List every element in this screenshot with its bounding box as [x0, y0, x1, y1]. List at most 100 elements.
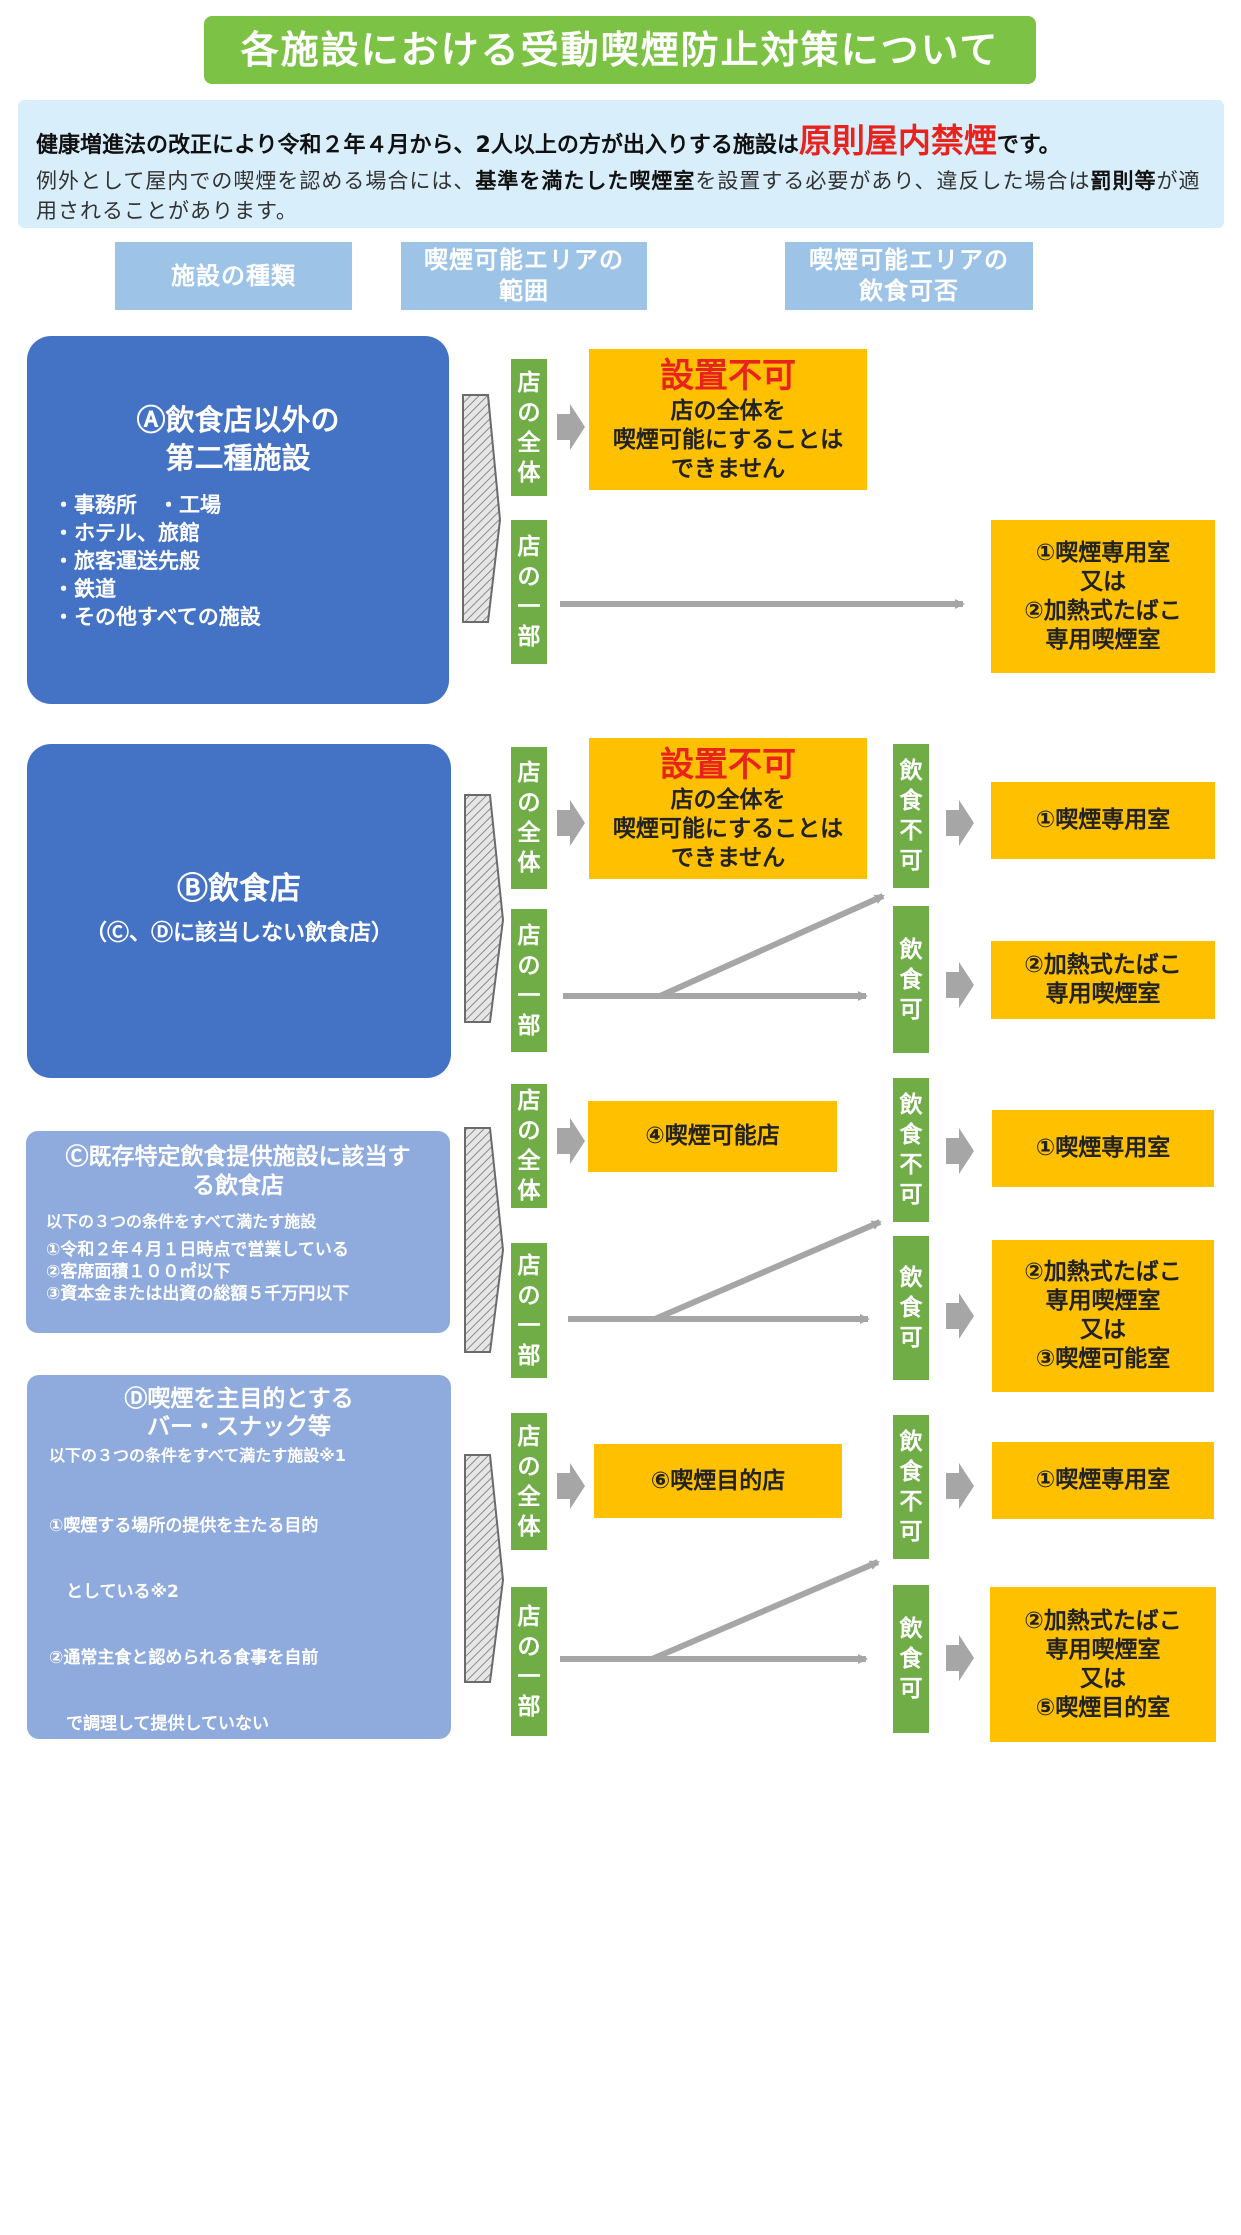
arrow-c-food	[946, 1293, 974, 1339]
result-line: ②加熱式たばこ	[1024, 597, 1182, 624]
not-allowed-line: できません	[670, 845, 786, 871]
label-char: 部	[517, 1693, 541, 1720]
list-item: ・その他すべての施設	[53, 605, 261, 629]
page-title: 各施設における受動喫煙防止対策について	[204, 16, 1036, 84]
header-area-range-l2: 範囲	[499, 277, 549, 305]
condition: で調理して提供していない	[49, 1714, 269, 1734]
label-char: の	[517, 952, 541, 979]
intro-line-2: 例外として屋内での喫煙を認める場合には、基準を満たした喫煙室を設置する必要があり…	[36, 166, 1206, 226]
label-char: の	[517, 790, 541, 816]
header-area-food-l1: 喫煙可能エリアの	[809, 246, 1009, 274]
intro-bold-d: 罰則等	[1090, 169, 1157, 193]
facility-a-list: ・事務所 ・工場 ・ホテル、旅館 ・旅客運送先般 ・鉄道 ・その他すべての施設	[53, 491, 449, 631]
label-char: の	[517, 399, 541, 426]
label-char: 食	[899, 1295, 923, 1321]
result-line: 専用喫煙室	[1045, 1288, 1161, 1314]
intro-text-a: 例外として屋内での喫煙を認める場合には、	[36, 169, 476, 193]
chevron-d	[464, 1454, 505, 1683]
result-box-d-food: ②加熱式たばこ 専用喫煙室 又は ⑤喫煙目的室	[990, 1587, 1216, 1742]
arrow-d-part-nofood	[650, 1559, 880, 1662]
label-char: の	[517, 564, 541, 590]
result-line: ②加熱式たばこ	[1024, 1607, 1182, 1634]
label-char: 一	[517, 1312, 541, 1339]
label-char: 可	[899, 848, 923, 874]
list-item: ・鉄道	[53, 577, 116, 601]
intro-text-end: です。	[996, 133, 1061, 158]
label-char: 可	[899, 1519, 923, 1545]
label-char: 体	[517, 850, 541, 876]
facility-c-title-1: Ⓒ既存特定飲食提供施設に該当す	[65, 1144, 411, 1170]
header-area-food: 喫煙可能エリアの 飲食可否	[785, 242, 1033, 310]
label-whole-c: 店の全体	[511, 1084, 547, 1208]
label-char: 店	[517, 534, 541, 560]
header-facility-type-label: 施設の種類	[171, 261, 296, 290]
facility-d-title-1: Ⓓ喫煙を主目的とする	[124, 1386, 354, 1412]
arrow-c-whole	[557, 1118, 585, 1164]
arrow-b-food	[946, 962, 974, 1008]
label-char: 全	[517, 1483, 541, 1510]
result-box-c-nofood: ①喫煙専用室	[992, 1110, 1214, 1187]
facility-d-title: Ⓓ喫煙を主目的とする バー・スナック等	[27, 1385, 451, 1441]
intro-text-c: を設置する必要があり、違反した場合は	[695, 169, 1091, 193]
result-line: ③喫煙可能室	[1035, 1346, 1171, 1372]
facility-c-title-2: る飲食店	[192, 1173, 284, 1199]
result-box-a: ①喫煙専用室 又は ②加熱式たばこ 専用喫煙室	[991, 520, 1215, 673]
condition: 販売（出張販売を含む）の許可を	[49, 1846, 321, 1866]
label-char: 全	[517, 1148, 541, 1174]
label-char: 不	[899, 818, 923, 844]
facility-a-title-2: 第二種施設	[165, 441, 311, 475]
facility-a-title: Ⓐ飲食店以外の 第二種施設	[27, 401, 449, 477]
not-allowed-line: 店の全体を	[670, 398, 786, 424]
result-line: ⑥喫煙目的店	[650, 1467, 786, 1494]
facility-a-title-1: Ⓐ飲食店以外の	[136, 403, 340, 437]
label-char: の	[517, 1633, 541, 1660]
not-allowed-line: 喫煙可能にすることは	[612, 816, 844, 842]
label-no-food-c: 飲食不可	[893, 1078, 929, 1222]
label-char: 食	[899, 788, 923, 814]
label-food-ok-d: 飲食可	[893, 1585, 929, 1733]
facility-b-box: Ⓑ飲食店 （Ⓒ、Ⓓに該当しない飲食店）	[27, 744, 451, 1078]
label-part-b: 店の一部	[511, 909, 547, 1052]
result-line: 専用喫煙室	[1045, 626, 1161, 653]
label-char: 可	[899, 1182, 923, 1208]
not-allowed-line: 喫煙可能にすることは	[612, 427, 844, 453]
result-box-b-food: ②加熱式たばこ 専用喫煙室	[991, 941, 1215, 1019]
label-char: 部	[517, 624, 541, 650]
facility-b-title: Ⓑ飲食店	[177, 871, 301, 907]
label-char: 食	[899, 1122, 923, 1148]
label-char: 食	[899, 966, 923, 993]
label-char: 店	[517, 369, 541, 396]
label-char: 体	[517, 1178, 541, 1204]
result-line: ②加熱式たばこ	[1024, 952, 1182, 978]
label-char: 全	[517, 429, 541, 456]
label-char: 可	[899, 1676, 923, 1702]
label-char: の	[517, 1282, 541, 1309]
result-line: 専用喫煙室	[1045, 981, 1161, 1007]
label-part-d: 店の一部	[511, 1587, 547, 1736]
condition: ③資本金または出資の総額５千万円以下	[46, 1284, 350, 1304]
label-char: 一	[517, 982, 541, 1009]
label-char: 飲	[899, 1429, 923, 1455]
label-char: 飲	[899, 936, 923, 963]
facility-d-title-2: バー・スナック等	[147, 1414, 331, 1440]
arrow-a-whole	[557, 404, 585, 450]
result-line: ①喫煙専用室	[1035, 807, 1171, 833]
facility-c-conditions: ①令和２年４月１日時点で営業している ②客席面積１００㎡以下 ③資本金または出資…	[46, 1239, 450, 1305]
label-char: 食	[899, 1646, 923, 1672]
label-no-food-d: 飲食不可	[893, 1415, 929, 1559]
result-line: 又は	[1080, 1665, 1126, 1692]
note: ※1 Ⓒの要件も満たす場合、Ⓒを選択することも	[49, 2020, 358, 2036]
condition: ①喫煙する場所の提供を主たる目的	[49, 1516, 319, 1536]
arrow-b-whole	[557, 800, 585, 846]
label-char: 飲	[899, 758, 923, 784]
facility-d-intro: 以下の３つの条件をすべて満たす施設※1	[49, 1446, 346, 1465]
result-line: 又は	[1080, 1317, 1126, 1343]
header-area-food-l2: 飲食可否	[859, 277, 959, 305]
intro-bold-b: 基準を満たした喫煙室	[475, 169, 696, 193]
label-char: 店	[517, 922, 541, 949]
label-char: 一	[517, 594, 541, 620]
label-char: 飲	[899, 1265, 923, 1291]
list-item: ・旅客運送先般	[53, 549, 200, 573]
note: 可能です	[49, 2074, 133, 2090]
label-part-a: 店の一部	[511, 520, 547, 664]
